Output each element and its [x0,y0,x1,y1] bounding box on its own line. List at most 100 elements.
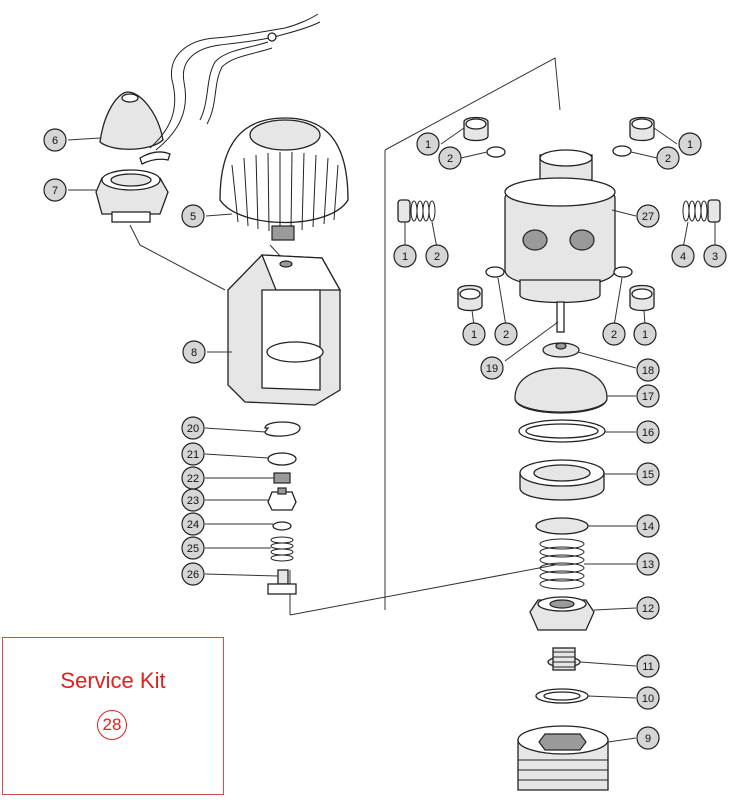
callout-circle [678,132,702,156]
part-plugs-and-washers [397,116,721,312]
callout-circle [636,384,660,408]
callout-circle [438,146,462,170]
plug-with-spring-right [682,199,721,223]
callout-circle [181,204,205,228]
washer-top-left [486,146,506,158]
callout-2-c2d: 2 [494,322,518,346]
callout-circle [181,512,205,536]
callout-circle [393,244,417,268]
part-screw-11 [547,647,581,671]
callout-label: 13 [642,559,654,571]
callout-label: 5 [190,211,196,223]
callout-circle [671,244,695,268]
callout-label: 12 [642,603,654,615]
service-kit-number: 28 [102,715,122,734]
callout-27-c27: 27 [636,204,660,228]
callout-label: 24 [187,519,199,531]
callout-16-c16: 16 [636,420,660,444]
callout-circle [703,244,727,268]
callout-label: 27 [642,211,654,223]
callout-17-c17: 17 [636,384,660,408]
callout-circle [636,726,660,750]
callout-label: 9 [645,733,651,745]
plug-mid-left [457,284,483,312]
callout-6-c6: 6 [43,128,67,152]
callout-21-c21: 21 [181,442,205,466]
part-lanyard-cord [139,13,321,165]
callout-label: 1 [425,139,431,151]
callout-24-c24: 24 [181,512,205,536]
callout-label: 2 [611,329,617,341]
callout-1-c1c: 1 [393,244,417,268]
callout-4-c4: 4 [671,244,695,268]
callout-1-c1a: 1 [416,132,440,156]
leader-lines [67,127,716,743]
part-spring-13 [539,538,585,590]
part-main-body-27 [504,149,616,304]
callout-5-c5: 5 [181,204,205,228]
callout-label: 22 [187,473,199,485]
callout-label: 2 [434,251,440,263]
part-disc-14 [535,517,589,535]
callout-label: 11 [642,661,653,673]
part-ring-16 [518,419,606,443]
callout-circle [636,686,660,710]
callout-label: 18 [642,365,654,377]
callout-circle [43,178,67,202]
callout-circle [181,488,205,512]
plug-top-left [463,116,489,142]
callout-circle [656,146,680,170]
part-cap-6 [99,91,164,150]
callout-circle [181,442,205,466]
callout-label: 10 [642,693,654,705]
callout-label: 25 [187,543,199,555]
callout-circle [602,322,626,346]
callout-26-c26: 26 [181,562,205,586]
callout-circle [636,654,660,678]
callout-label: 14 [642,521,654,533]
callout-label: 20 [187,423,199,435]
callout-circle [636,420,660,444]
callout-2-c2e: 2 [602,322,626,346]
callout-label: 2 [665,153,671,165]
callout-label: 1 [642,329,648,341]
callout-2-c2a: 2 [438,146,462,170]
part-knob-5 [219,117,349,241]
callout-8-c8: 8 [182,340,206,364]
washer-mid-left [485,266,505,278]
callout-label: 4 [680,251,686,263]
plug-top-right [629,116,655,142]
callout-1-c1d: 1 [462,322,486,346]
callout-circle [181,562,205,586]
callout-13-c13: 13 [636,552,660,576]
callout-1-c1e: 1 [633,322,657,346]
callout-label: 16 [642,427,654,439]
callout-label: 3 [712,251,718,263]
callout-label: 8 [191,347,197,359]
callout-circle [636,514,660,538]
callout-2-c2b: 2 [656,146,680,170]
callout-15-c15: 15 [636,462,660,486]
assembly-guide-lines [129,57,561,616]
callout-label: 17 [642,391,654,403]
part-hex-nut-7 [95,169,169,223]
callout-19-c19: 19 [480,356,504,380]
plug-mid-right [629,284,655,312]
callout-label: 2 [447,153,453,165]
callout-circle [462,322,486,346]
callout-7-c7: 7 [43,178,67,202]
callout-circle [636,204,660,228]
callout-circle [43,128,67,152]
callout-circle [480,356,504,380]
callout-1-c1b: 1 [678,132,702,156]
callout-9-c9: 9 [636,726,660,750]
part-yoke-8 [227,254,342,406]
callout-20-c20: 20 [181,416,205,440]
callout-2-c2c: 2 [425,244,449,268]
callout-label: 1 [402,251,408,263]
callout-circle [636,596,660,620]
part-small-stack [264,421,301,595]
callout-circle [494,322,518,346]
callout-23-c23: 23 [181,488,205,512]
